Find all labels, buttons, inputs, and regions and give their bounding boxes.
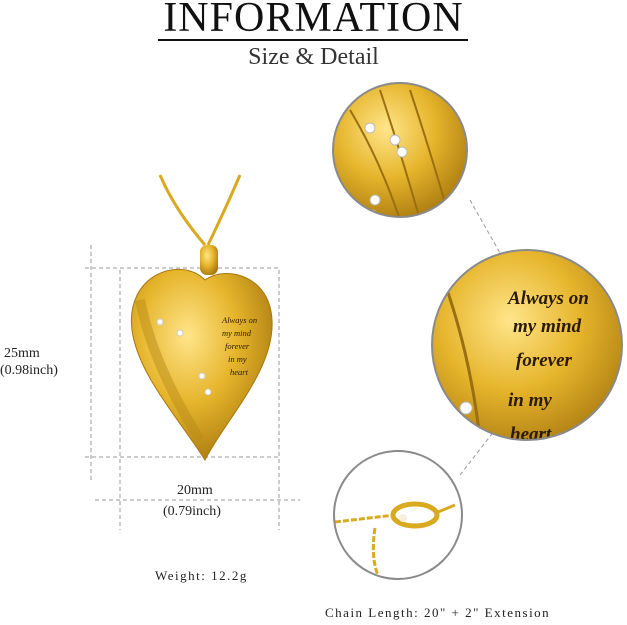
zoom-engraving-3: forever xyxy=(516,350,573,371)
width-mm-label: 20mm xyxy=(177,483,213,498)
zoom-engraving-4: in my xyxy=(508,390,552,411)
title-divider xyxy=(158,39,468,41)
zoom-engraving-2: my mind xyxy=(513,316,582,337)
height-inch-label: (0.98inch) xyxy=(0,363,58,378)
chain-length-label: Chain Length: 20" + 2" Extension xyxy=(325,605,551,620)
width-inch-label: (0.79inch) xyxy=(163,504,221,519)
zoom-engraving-5: heart xyxy=(510,424,552,445)
pendant-engraving-1: Always on xyxy=(221,315,257,325)
title: INFORMATION xyxy=(163,0,464,41)
weight-label: Weight: 12.2g xyxy=(155,568,248,583)
pendant-engraving-3: forever xyxy=(225,341,250,351)
subtitle: Size & Detail xyxy=(248,44,379,70)
pendant-bail xyxy=(200,245,218,275)
dimension-lines xyxy=(85,199,501,530)
height-mm-label: 25mm xyxy=(4,346,40,361)
wing-detail-zoom xyxy=(333,83,467,217)
crystals xyxy=(156,318,212,396)
pendant-engraving-4: in my xyxy=(228,354,247,364)
heart-pendant xyxy=(130,268,273,462)
engraving-detail-zoom: Always on my mind forever in my heart xyxy=(432,250,622,445)
necklace-chain xyxy=(158,174,242,246)
pendant-engraving-2: my mind xyxy=(222,328,252,338)
pendant-engraving-5: heart xyxy=(230,367,249,377)
clasp-detail-zoom xyxy=(334,451,462,579)
zoom-engraving-1: Always on xyxy=(507,288,589,309)
